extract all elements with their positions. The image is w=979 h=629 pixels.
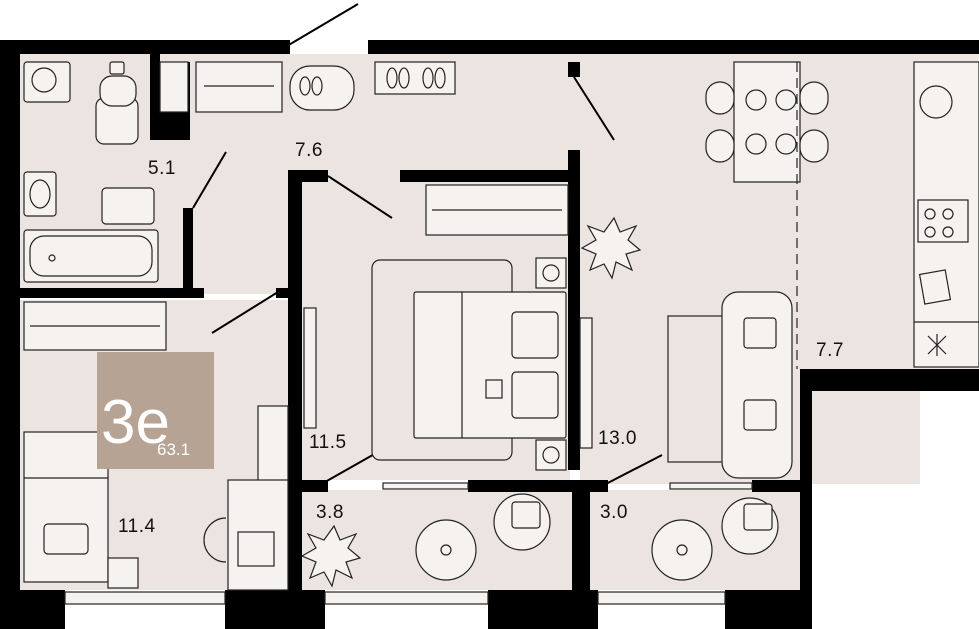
shoe-rack-icon	[374, 61, 456, 95]
room-area-kitchen-zone: 7.7	[816, 340, 844, 361]
room-area-living-kitchen: 13.0	[598, 428, 637, 449]
kitchen-counter	[913, 61, 979, 368]
plant-icon	[580, 216, 642, 280]
armchair-icon	[493, 493, 551, 551]
shelf-icon	[257, 405, 289, 487]
desk-icon	[227, 479, 289, 591]
stove-icon	[917, 199, 969, 243]
wardrobe-icon	[195, 61, 283, 113]
nightstand-icon	[535, 257, 567, 471]
door-swings	[192, 3, 663, 487]
windows	[64, 482, 753, 605]
room-area-bedroom-left: 11.4	[118, 516, 156, 537]
round-table-icon	[415, 519, 477, 581]
hall-shelf-icon	[159, 61, 189, 113]
armchair-icon	[721, 497, 779, 555]
toilet-icon	[95, 61, 139, 145]
mirror-icon	[303, 307, 317, 429]
washing-machine-icon	[23, 61, 71, 103]
plant-icon	[300, 524, 362, 588]
bathtub-icon	[23, 229, 159, 283]
apartment-type: 3е	[101, 388, 170, 457]
room-area-hall: 7.6	[295, 140, 323, 161]
bidet-icon	[101, 187, 155, 225]
tv-icon	[579, 317, 593, 449]
room-area-balcony-right: 3.0	[600, 502, 628, 523]
apartment-type-badge: 3е 63.1	[97, 352, 214, 469]
apartment-total-area: 63.1	[157, 440, 191, 459]
room-area-bathroom: 5.1	[148, 158, 176, 179]
dining-table-icon	[705, 61, 829, 183]
sofa-icon	[667, 291, 793, 479]
nightstand-icon	[107, 557, 139, 589]
room-area-bedroom-main: 11.5	[309, 432, 347, 453]
slippers-icon	[289, 65, 355, 111]
sink-icon	[23, 171, 57, 217]
bed-icon	[23, 431, 109, 583]
bed-icon	[413, 291, 567, 439]
wardrobe-icon	[23, 301, 167, 351]
wardrobe-icon	[425, 184, 569, 236]
round-table-icon	[651, 519, 713, 581]
office-chair-icon	[203, 517, 227, 563]
room-area-balcony-left: 3.8	[316, 502, 344, 523]
